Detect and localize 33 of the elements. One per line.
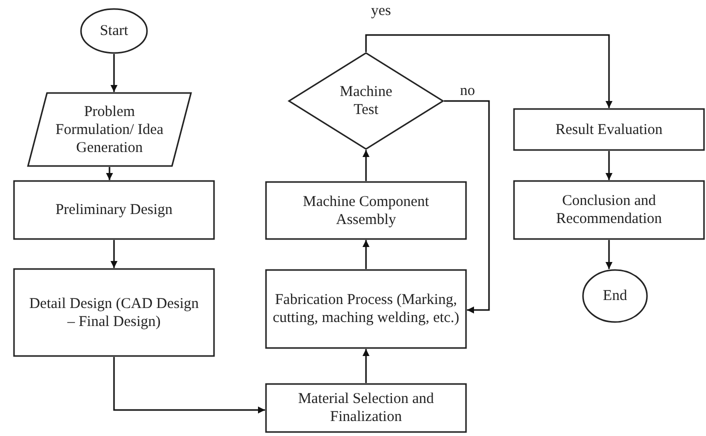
process-box — [513, 108, 705, 151]
arrow — [362, 240, 370, 269]
terminal-ellipse — [80, 8, 148, 54]
arrow — [110, 54, 118, 92]
process-box — [513, 180, 705, 240]
arrow — [606, 240, 612, 269]
arrow — [110, 240, 118, 268]
arrow — [113, 357, 265, 414]
node-text: Problem Formulation/ Idea Generation — [54, 102, 164, 156]
node-text: Machine Test — [338, 83, 394, 119]
node-text: Detail Design (CAD Design – Final Design) — [29, 294, 199, 330]
node-text: Start — [100, 22, 128, 40]
arrow — [444, 100, 490, 314]
node-text: Machine Component Assembly — [302, 192, 430, 228]
process-box — [265, 181, 467, 240]
process-box — [13, 268, 215, 357]
input-parallelogram — [27, 92, 192, 167]
process-box — [13, 180, 215, 240]
arrow — [362, 349, 370, 383]
decision-diamond — [288, 52, 444, 150]
node-text: Material Selection and Finalization — [297, 390, 435, 426]
node-text: Fabrication Process (Marking, cutting, maching welding, etc.) — [272, 291, 460, 327]
node-text: Result Evaluation — [555, 120, 663, 138]
process-box — [265, 383, 467, 433]
process-box — [265, 269, 467, 349]
arrow — [362, 150, 370, 181]
terminal-ellipse — [582, 269, 648, 323]
node-text: End — [602, 287, 628, 305]
arrow — [606, 151, 612, 180]
node-text: Conclusion and Recommendation — [555, 192, 663, 228]
arrow — [365, 34, 612, 108]
node-text: Preliminary Design — [55, 201, 173, 219]
arrow — [106, 167, 113, 180]
